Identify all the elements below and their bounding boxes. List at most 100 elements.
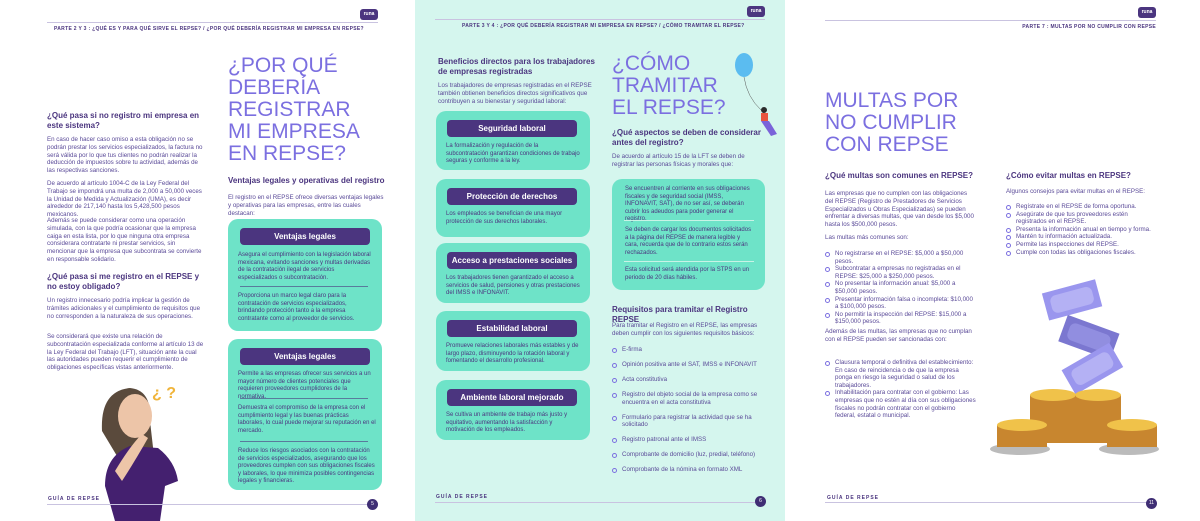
card-text: Promueve relaciones laborales más establ… [446, 343, 579, 365]
list-item: Registro patronal ante el IMSS [612, 436, 772, 444]
header-divider [47, 22, 378, 23]
card-text: Proporciona un marco legal claro para la… [238, 293, 355, 322]
page-header: PARTE 2 Y 3 : ¿QUÉ ES Y PARA QUÉ SIRVE E… [54, 26, 364, 32]
list-item: Cumple con todas las obligaciones fiscal… [1006, 249, 1156, 257]
list-item: Presenta la información anual en tiempo … [1006, 226, 1156, 234]
page-11: runa PARTE 7 : MULTAS POR NO CUMPLIR CON… [785, 0, 1200, 521]
card-text: Se cultiva un ambiente de trabajo más ju… [446, 412, 568, 434]
section-heading: Beneficios directos para los trabajadore… [438, 57, 595, 76]
question-marks: ¿ ? [152, 385, 176, 402]
list-item: Subcontratar a empresas no registradas e… [825, 265, 977, 280]
advantages-card: Ventajas legales Permite a las empresas … [228, 339, 382, 490]
card-text: Se deben de cargar los documentos solici… [625, 227, 752, 256]
paragraph: Se considerará que existe una relación d… [47, 333, 204, 372]
card-text: Asegura el cumplimiento con la legislaci… [238, 252, 371, 281]
thinking-woman-illustration: ¿ ? [101, 385, 178, 521]
card-label: Ambiente laboral mejorado [447, 389, 577, 406]
divider [240, 286, 368, 287]
card-text: Los empleados se benefician de una mayor… [446, 211, 563, 225]
runa-logo: runa [747, 6, 765, 17]
benefit-card: Ambiente laboral mejorado Se cultiva un … [436, 380, 590, 440]
money-coins-illustration [990, 279, 1159, 455]
page-header: PARTE 7 : MULTAS POR NO CUMPLIR CON REPS… [1022, 24, 1156, 30]
paragraph: Para tramitar el Registro en el REPSE, l… [612, 322, 758, 337]
section-heading: Ventajas legales y operativas del regist… [228, 176, 385, 185]
benefit-card: Seguridad laboral La formalización y reg… [436, 111, 590, 170]
card-label: Ventajas legales [240, 348, 370, 365]
paragraph: En caso de hacer caso omiso a esta oblig… [47, 136, 203, 175]
header-divider [435, 19, 765, 20]
list-item: Opinión positiva ante el SAT, IMSS e INF… [612, 361, 772, 369]
card-label: Protección de derechos [447, 188, 577, 205]
benefit-card: Acceso a prestaciones sociales Los traba… [436, 243, 590, 303]
sanctions-list: Clausura temporal o definitiva del estab… [825, 359, 977, 420]
header-divider [825, 20, 1156, 21]
tips-list: Regístrate en el REPSE de forma oportuna… [1006, 203, 1156, 256]
fines-list: No registrarse en el REPSE: $5,000 a $50… [825, 250, 977, 326]
divider [624, 261, 754, 262]
page-6: runa PARTE 3 Y 4 : ¿POR QUÉ DEBERÍA REGI… [415, 0, 785, 521]
card-text: La formalización y regulación de la subc… [446, 143, 580, 165]
list-item: Inhabilitación para contratar con el gob… [825, 389, 977, 419]
list-item: Comprobante de la nómina en formato XML [612, 466, 772, 474]
list-item: Clausura temporal o definitiva del estab… [825, 359, 977, 389]
paragraph: Los trabajadores de empresas registradas… [438, 82, 592, 105]
footer-divider [47, 504, 372, 505]
footer-divider [435, 502, 755, 503]
card-text: Se encuentren al corriente en sus obliga… [625, 186, 750, 222]
section-heading: ¿Qué multas son comunes en REPSE? [825, 171, 974, 180]
paragraph: Además se puede considerar como una oper… [47, 217, 202, 263]
card-label: Seguridad laboral [447, 120, 577, 137]
card-label: Ventajas legales [240, 228, 370, 245]
list-item: No presentar la información anual: $5,00… [825, 280, 977, 295]
list-item: Formulario para registrar la actividad q… [612, 414, 772, 429]
footer-divider [825, 502, 1150, 503]
section-heading: ¿Qué pasa si me registro en el REPSE y n… [47, 272, 200, 291]
card-label: Estabilidad laboral [447, 320, 577, 337]
paragraph: De acuerdo al artículo 15 de la LFT se d… [612, 153, 745, 168]
section-heading: Requisitos para tramitar el Registro REP… [612, 305, 748, 324]
page-title: ¿POR QUÉ DEBERÍA REGISTRAR MI EMPRESA EN… [228, 54, 359, 165]
advantages-card: Ventajas legales Asegura el cumplimiento… [228, 219, 382, 331]
footer-label: GUÍA DE REPSE [48, 496, 100, 502]
aspects-card: Se encuentren al corriente en sus obliga… [612, 179, 765, 290]
section-heading: ¿Qué pasa si no registro mi empresa en e… [47, 111, 200, 130]
paragraph: Además de las multas, las empresas que n… [825, 328, 972, 343]
paragraph: El registro en el REPSE ofrece diversas … [228, 194, 384, 217]
divider [240, 441, 368, 442]
page-title: ¿CÓMO TRAMITAR EL REPSE? [612, 52, 726, 119]
paragraph: De acuerdo al artículo 1004-C de la Ley … [47, 180, 202, 219]
list-item: Asegúrate de que tus proveedores estén r… [1006, 211, 1156, 226]
paragraph: Las empresas que no cumplen con las obli… [825, 190, 974, 229]
card-text: Permite a las empresas ofrecer sus servi… [238, 371, 371, 400]
card-label: Acceso a prestaciones sociales [447, 252, 577, 269]
list-item: Acta constitutiva [612, 376, 772, 384]
card-text: Los trabajadores tienen garantizado el a… [446, 275, 580, 297]
runa-logo: runa [360, 9, 378, 20]
paragraph: Algunos consejos para evitar multas en e… [1006, 188, 1145, 195]
page-number: 6 [755, 496, 766, 507]
list-item: Permite las inspecciones del REPSE. [1006, 241, 1156, 249]
page-number: 5 [367, 499, 378, 510]
page-5: runa PARTE 2 Y 3 : ¿QUÉ ES Y PARA QUÉ SI… [0, 0, 415, 521]
section-heading: ¿Cómo evitar multas en REPSE? [1006, 171, 1131, 180]
divider [624, 220, 754, 221]
list-item: Mantén tu información actualizada. [1006, 233, 1156, 241]
paragraph: Un registro innecesario podría implicar … [47, 297, 201, 320]
list-item: E-firma [612, 346, 772, 354]
benefit-card: Estabilidad laboral Promueve relaciones … [436, 311, 590, 371]
list-item: Comprobante de domicilio (luz, predial, … [612, 451, 772, 459]
list-item: No permitir la inspección del REPSE: $15… [825, 311, 977, 326]
paragraph: Las multas más comunes son: [825, 234, 909, 241]
list-item: Registro del objeto social de la empresa… [612, 391, 772, 406]
list-item: Presentar información falsa o incompleta… [825, 296, 977, 311]
list-item: Regístrate en el REPSE de forma oportuna… [1006, 203, 1156, 211]
balloon-girl-illustration [735, 53, 777, 136]
footer-label: GUÍA DE REPSE [827, 495, 879, 501]
card-text: Reduce los riesgos asociados con la cont… [238, 448, 375, 485]
benefit-card: Protección de derechos Los empleados se … [436, 179, 590, 237]
divider [240, 398, 368, 399]
page-number: 11 [1146, 498, 1157, 509]
section-heading: ¿Qué aspectos se deben de considerar ant… [612, 128, 761, 147]
footer-label: GUÍA DE REPSE [436, 494, 488, 500]
